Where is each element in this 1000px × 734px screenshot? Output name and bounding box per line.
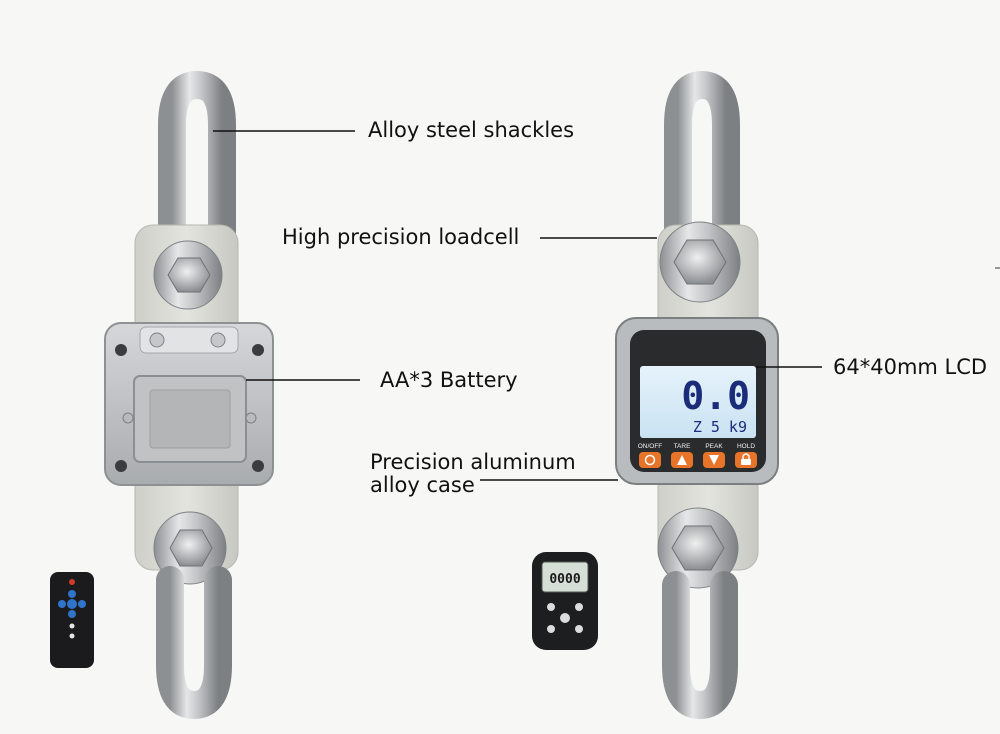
battery-cover-screw-icon <box>122 412 134 424</box>
left-top-shackle <box>158 70 236 279</box>
remote-led-icon <box>69 579 75 585</box>
handheld-screen <box>541 561 589 593</box>
left-corner-screw-icon <box>252 460 264 472</box>
power-icon <box>644 454 656 466</box>
remote-down-button[interactable] <box>68 610 76 618</box>
hold-label: HOLD <box>737 443 755 450</box>
remote-left-button[interactable] <box>58 600 66 608</box>
battery-cover-panel <box>149 389 231 449</box>
shackles-callout: Alloy steel shackles <box>368 118 575 142</box>
handheld-reading: 0000 <box>549 572 580 587</box>
left-crane-scale <box>104 70 274 720</box>
remote-up-button[interactable] <box>68 590 76 598</box>
handheld-button[interactable] <box>547 603 555 611</box>
right-top-nut <box>673 239 727 285</box>
left-housing-top-bar <box>139 326 239 354</box>
lcd-sub-reading: Z 5 k9 <box>693 418 747 436</box>
hold-button[interactable] <box>735 452 757 468</box>
lock-icon <box>741 459 751 465</box>
remote-white-button[interactable] <box>69 633 75 639</box>
left-bar-screw-icon <box>210 332 226 348</box>
right-crane-scale: 0.0 Z 5 k9 ON/OFF TARE PEAK HOLD <box>615 70 779 720</box>
down-arrow-icon <box>709 455 719 465</box>
left-bottom-nut <box>169 529 213 567</box>
battery-callout: AA*3 Battery <box>380 368 518 392</box>
remote-white-button[interactable] <box>69 623 75 629</box>
battery-cover-screw-icon <box>245 412 257 424</box>
on-off-label: ON/OFF <box>638 443 663 450</box>
peak-button[interactable] <box>703 452 725 468</box>
remote-right-button[interactable] <box>78 600 86 608</box>
lcd-main-reading: 0.0 <box>681 374 750 418</box>
right-bottom-shackle <box>662 571 738 720</box>
peak-label: PEAK <box>705 443 723 450</box>
right-top-shackle <box>664 70 740 284</box>
case-callout-line1: Precision aluminum <box>370 450 576 474</box>
lcd-screen <box>640 366 756 438</box>
remote-center-button[interactable] <box>67 599 77 609</box>
loadcell-callout: High precision loadcell <box>282 225 520 249</box>
handheld-button[interactable] <box>575 603 583 611</box>
ir-remote-control <box>50 572 94 668</box>
tare-button[interactable] <box>671 452 693 468</box>
left-top-nut <box>167 257 211 293</box>
tare-label: TARE <box>674 443 692 450</box>
case-callout-line2: alloy case <box>370 473 475 497</box>
right-bottom-nut <box>671 525 725 571</box>
on-off-button[interactable] <box>639 452 661 468</box>
handheld-button[interactable] <box>575 625 583 633</box>
lcd-callout: 64*40mm LCD <box>833 355 988 379</box>
handheld-button[interactable] <box>560 613 570 623</box>
left-corner-screw-icon <box>252 344 264 356</box>
left-bar-screw-icon <box>149 332 165 348</box>
left-corner-screw-icon <box>115 344 127 356</box>
handheld-wireless-display: 0000 <box>532 552 598 650</box>
handheld-button[interactable] <box>547 625 555 633</box>
left-corner-screw-icon <box>115 460 127 472</box>
up-arrow-icon <box>677 455 687 465</box>
left-bottom-shackle <box>156 566 232 720</box>
